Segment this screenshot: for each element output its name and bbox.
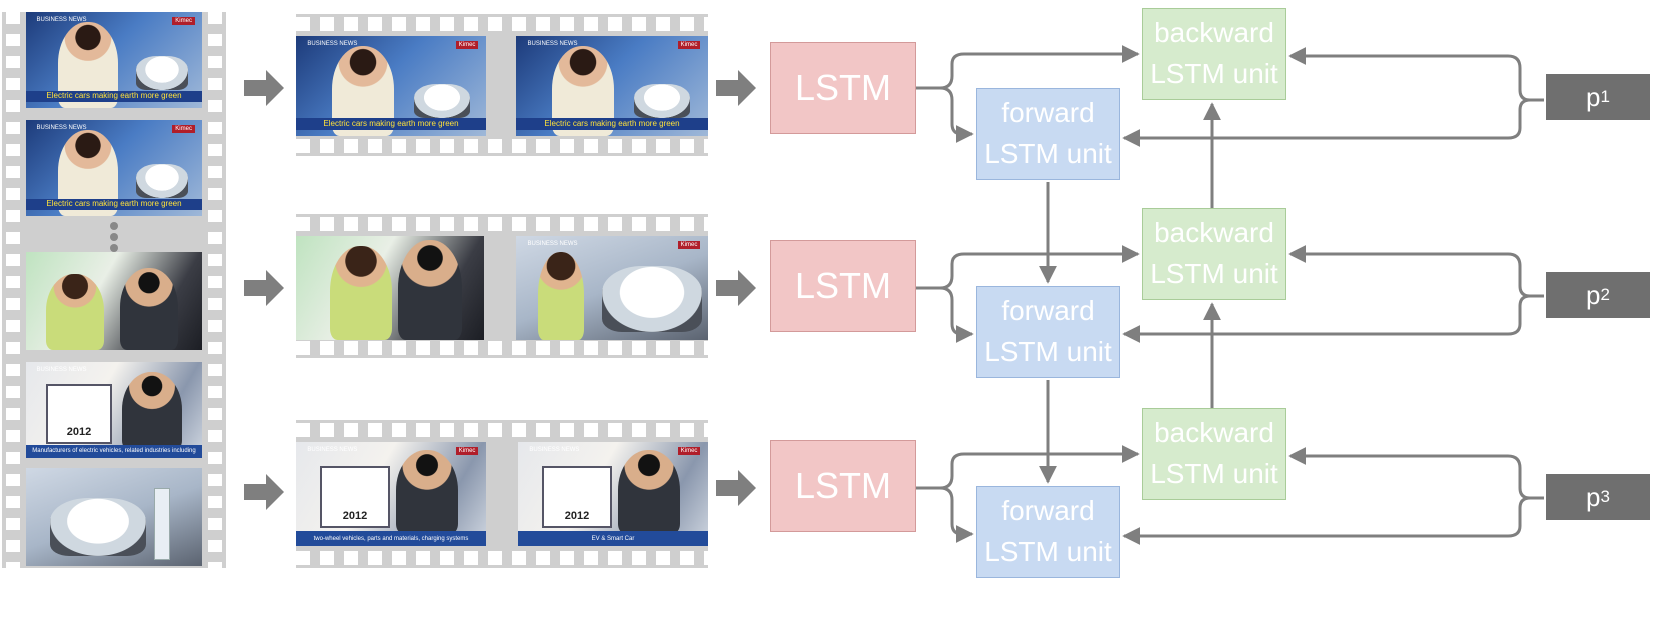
lstm-block-1: LSTM bbox=[770, 42, 916, 134]
backward-lstm-unit-3: backward LSTM unit bbox=[1142, 408, 1286, 500]
lstm-unit-label: LSTM unit bbox=[1150, 258, 1278, 289]
lstm-unit-label: LSTM unit bbox=[1150, 458, 1278, 489]
arrow-right-icon bbox=[244, 474, 284, 510]
output-symbol: p bbox=[1586, 279, 1601, 310]
shot-strip-1: BUSINESS NEWS Kimec Electric cars making… bbox=[296, 14, 708, 156]
station-logo: Kimec bbox=[455, 41, 479, 49]
shot-strip-3: BUSINESS NEWS Kimec 2012 two-wheel vehic… bbox=[296, 420, 708, 568]
booth-caption: two-wheel vehicles, parts and materials,… bbox=[296, 531, 486, 546]
booth-footer: EV & Smart Car bbox=[518, 531, 708, 546]
backward-label: backward bbox=[1154, 217, 1274, 249]
station-logo: Kimec bbox=[677, 41, 701, 49]
lstm-label: LSTM bbox=[794, 264, 891, 306]
source-video-strip: BUSINESS NEWS Kimec Electric cars making… bbox=[2, 12, 226, 568]
channel-logo: BUSINESS NEWS bbox=[36, 366, 87, 373]
sign-2012: 2012 bbox=[542, 466, 612, 528]
shot-strip-2: BUSINESS NEWS Kimec bbox=[296, 214, 708, 358]
arrow-right-icon bbox=[716, 270, 756, 306]
forward-lstm-unit-3: forward LSTM unit bbox=[976, 486, 1120, 578]
output-subscript: 1 bbox=[1600, 87, 1610, 106]
sign-2012: 2012 bbox=[320, 466, 390, 528]
ticker-caption: Electric cars making earth more green bbox=[516, 118, 708, 130]
station-logo: Kimec bbox=[677, 241, 701, 250]
arrow-right-icon bbox=[244, 270, 284, 306]
booth-caption: Manufacturers of electric vehicles, rela… bbox=[26, 444, 202, 458]
frame-booth-speaker: BUSINESS NEWS 2012 Manufacturers of elec… bbox=[26, 362, 202, 458]
output-symbol: p bbox=[1586, 481, 1601, 512]
output-subscript: 2 bbox=[1600, 285, 1610, 304]
lstm-block-2: LSTM bbox=[770, 240, 916, 332]
lstm-unit-label: LSTM unit bbox=[984, 138, 1112, 169]
frame-anchor-2: BUSINESS NEWS Kimec Electric cars making… bbox=[26, 120, 202, 216]
arrow-right-icon bbox=[244, 70, 284, 106]
channel-logo: BUSINESS NEWS bbox=[527, 241, 578, 248]
forward-lstm-unit-1: forward LSTM unit bbox=[976, 88, 1120, 180]
station-logo: Kimec bbox=[455, 447, 479, 456]
backward-lstm-unit-1: backward LSTM unit bbox=[1142, 8, 1286, 100]
backward-lstm-unit-2: backward LSTM unit bbox=[1142, 208, 1286, 300]
shot2-frame-b: BUSINESS NEWS Kimec bbox=[516, 236, 708, 340]
backward-label: backward bbox=[1154, 17, 1274, 49]
channel-logo: BUSINESS NEWS bbox=[36, 124, 87, 131]
sign-2012: 2012 bbox=[46, 384, 112, 444]
output-subscript: 3 bbox=[1600, 487, 1610, 506]
forward-label: forward bbox=[1001, 295, 1095, 327]
forward-lstm-unit-2: forward LSTM unit bbox=[976, 286, 1120, 378]
lstm-unit-label: LSTM unit bbox=[1150, 58, 1278, 89]
forward-label: forward bbox=[1001, 495, 1095, 527]
output-symbol: p bbox=[1586, 81, 1601, 112]
arrow-right-icon bbox=[716, 470, 756, 506]
shot1-frame-a: BUSINESS NEWS Kimec Electric cars making… bbox=[296, 36, 486, 136]
frame-ev-car bbox=[26, 468, 202, 566]
channel-logo: BUSINESS NEWS bbox=[307, 447, 358, 454]
ticker-caption: Electric cars making earth more green bbox=[26, 198, 202, 211]
station-logo: Kimec bbox=[172, 124, 195, 133]
channel-logo: BUSINESS NEWS bbox=[307, 41, 358, 47]
shot2-frame-a bbox=[296, 236, 484, 340]
backward-label: backward bbox=[1154, 417, 1274, 449]
arrow-right-icon bbox=[716, 70, 756, 106]
station-logo: Kimec bbox=[677, 447, 701, 456]
frame-anchor-1: BUSINESS NEWS Kimec Electric cars making… bbox=[26, 12, 202, 108]
lstm-label: LSTM bbox=[794, 66, 891, 108]
shot1-frame-b: BUSINESS NEWS Kimec Electric cars making… bbox=[516, 36, 708, 136]
lstm-label: LSTM bbox=[794, 464, 891, 506]
ticker-caption: Electric cars making earth more green bbox=[26, 90, 202, 103]
station-logo: Kimec bbox=[172, 16, 195, 25]
channel-logo: BUSINESS NEWS bbox=[529, 447, 580, 454]
ticker-caption: Electric cars making earth more green bbox=[296, 118, 486, 130]
lstm-block-3: LSTM bbox=[770, 440, 916, 532]
frame-interview bbox=[26, 252, 202, 350]
shot3-frame-b: BUSINESS NEWS Kimec 2012 EV & Smart Car bbox=[518, 442, 708, 546]
channel-logo: BUSINESS NEWS bbox=[527, 41, 578, 47]
lstm-unit-label: LSTM unit bbox=[984, 336, 1112, 367]
forward-label: forward bbox=[1001, 97, 1095, 129]
channel-logo: BUSINESS NEWS bbox=[36, 16, 87, 23]
lstm-unit-label: LSTM unit bbox=[984, 536, 1112, 567]
shot3-frame-a: BUSINESS NEWS Kimec 2012 two-wheel vehic… bbox=[296, 442, 486, 546]
